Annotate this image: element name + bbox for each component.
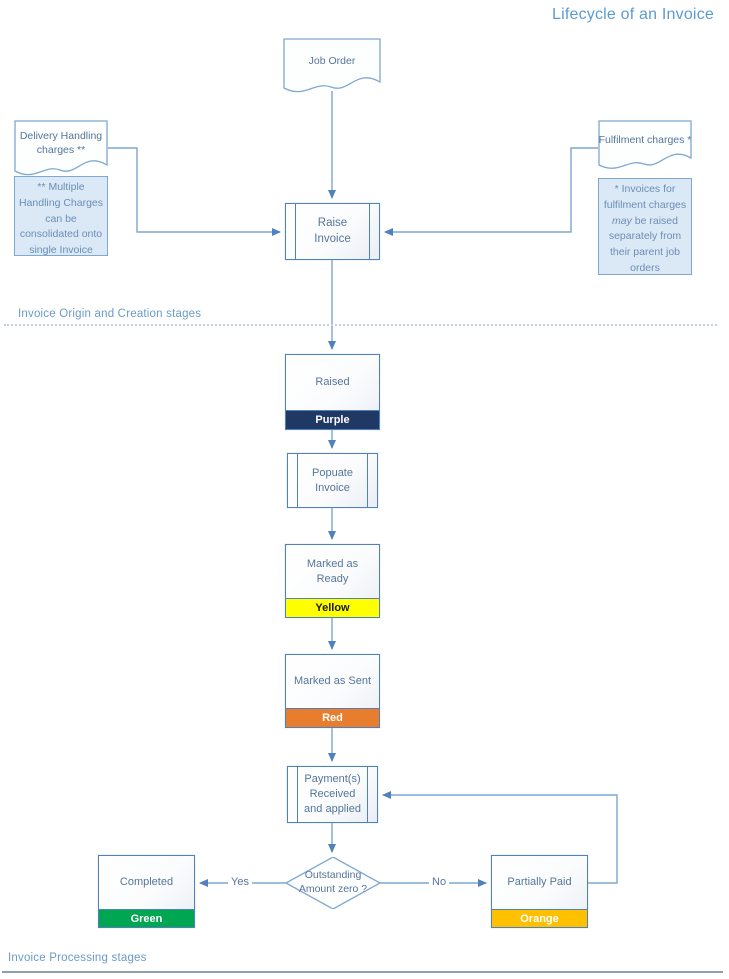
- status-badge-red: Red: [286, 708, 379, 727]
- job-order-document: Job Order: [283, 38, 381, 96]
- section-label-creation: Invoice Origin and Creation stages: [18, 308, 202, 320]
- payment-received-label: Payment(s) Received and applied: [304, 773, 361, 815]
- marked-sent-stage-box: Marked as Sent Red: [285, 654, 380, 728]
- fulfilment-charges-document: Fulfilment charges *: [598, 120, 692, 172]
- edge-delivery-raiseinvoice: [108, 147, 281, 236]
- payment-received-process: Payment(s) Received and applied: [287, 766, 378, 823]
- status-badge-yellow: Yellow: [286, 598, 379, 617]
- raise-invoice-label: Raise Invoice: [314, 216, 351, 245]
- fulfilment-note-text-end: be raised separately from their parent j…: [608, 214, 682, 274]
- raised-stage-box: Raised Purple: [285, 354, 380, 430]
- delivery-charges-document: Delivery Handling charges **: [14, 120, 108, 179]
- status-badge-orange: Orange: [492, 909, 587, 927]
- raise-invoice-process: Raise Invoice: [285, 203, 380, 260]
- delivery-charges-note: ** Multiple Handling Charges can be cons…: [14, 176, 108, 256]
- edge-fulfilment-raiseinvoice: [384, 147, 598, 236]
- fulfilment-charges-label: Fulfilment charges *: [598, 134, 692, 146]
- predefined-process-bar: [295, 204, 296, 259]
- marked-ready-stage-box: Marked as Ready Yellow: [285, 544, 380, 618]
- section-divider-solid: [2, 971, 723, 973]
- section-divider-dotted: [4, 324, 717, 326]
- edge-label-no: No: [429, 876, 450, 888]
- document-shape-icon: [598, 120, 692, 169]
- predefined-process-bar: [297, 767, 298, 822]
- raised-label: Raised: [315, 376, 350, 389]
- populate-invoice-process: Popuate Invoice: [287, 453, 378, 508]
- job-order-label: Job Order: [308, 55, 356, 67]
- populate-invoice-label: Popuate Invoice: [312, 466, 353, 494]
- partially-paid-stage-box: Partially Paid Orange: [491, 855, 588, 928]
- delivery-charges-label: Delivery Handling charges **: [19, 130, 103, 157]
- status-badge-purple: Purple: [286, 410, 379, 429]
- partially-paid-label: Partially Paid: [507, 876, 572, 889]
- predefined-process-bar: [367, 767, 368, 822]
- section-label-processing: Invoice Processing stages: [8, 952, 147, 964]
- outstanding-amount-decision: Outstanding Amount zero ?: [284, 856, 382, 910]
- decision-label: Outstanding Amount zero ?: [298, 869, 368, 895]
- page-title: Lifecycle of an Invoice: [551, 6, 714, 23]
- edge-label-yes: Yes: [228, 876, 252, 888]
- completed-stage-box: Completed Green: [98, 855, 195, 928]
- predefined-process-bar: [367, 454, 368, 507]
- status-badge-green: Green: [99, 909, 194, 927]
- completed-label: Completed: [119, 876, 174, 889]
- fulfilment-note-italic: may: [612, 214, 632, 227]
- fulfilment-note-text: * Invoices for fulfilment charges: [603, 183, 687, 211]
- document-shape-icon: [14, 120, 108, 176]
- predefined-process-bar: [369, 204, 370, 259]
- document-shape-icon: [283, 38, 381, 93]
- predefined-process-bar: [297, 454, 298, 507]
- marked-ready-label: Marked as Ready: [306, 557, 359, 585]
- marked-sent-label: Marked as Sent: [293, 675, 372, 688]
- fulfilment-charges-note: * Invoices for fulfilment charges may be…: [598, 178, 692, 275]
